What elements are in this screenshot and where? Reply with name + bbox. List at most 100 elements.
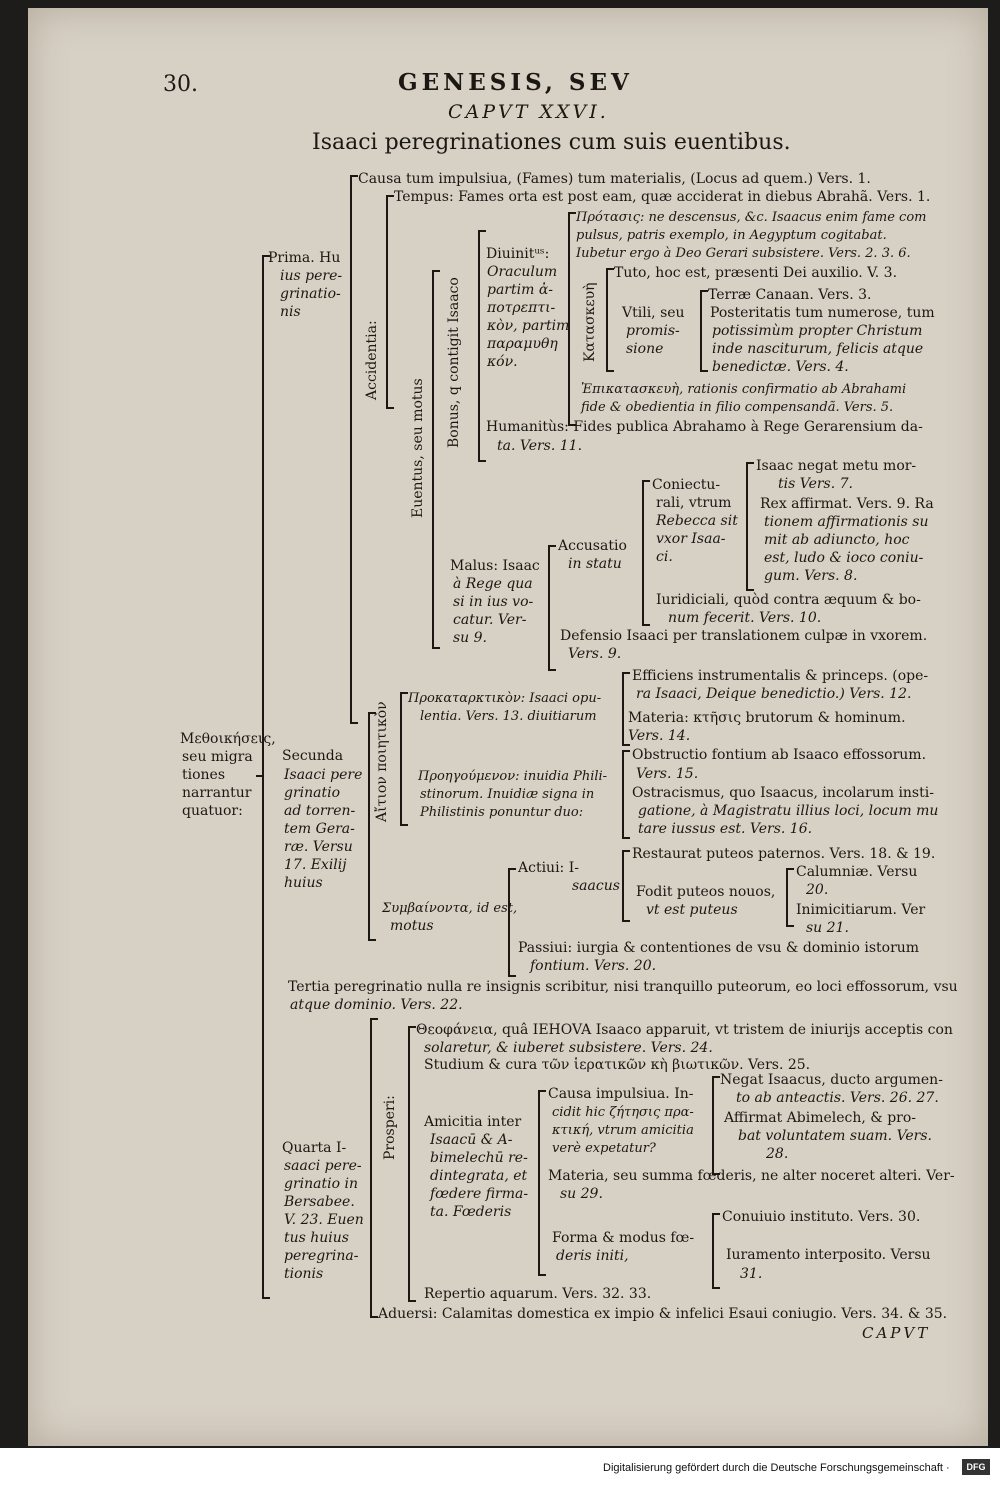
isaac-negat-line: Isaac negat metu mor- xyxy=(756,458,917,474)
iurid-line: num fecerit. Vers. 10. xyxy=(668,610,822,626)
prima-label-line: ius pere- xyxy=(280,268,343,284)
rex-line: tionem affirmationis su xyxy=(764,514,929,530)
materia-line: su 29. xyxy=(560,1186,603,1202)
repertio-line: Repertio aquarum. Vers. 32. 33. xyxy=(424,1286,652,1302)
vtili-line: promis- xyxy=(626,323,680,339)
theoph-line: Θεοφάνεια, quâ IEHOVA Isaaco apparuit, v… xyxy=(416,1022,953,1038)
secunda-label-line: Secunda xyxy=(282,748,344,764)
post-line: benedictæ. Vers. 4. xyxy=(712,359,849,375)
quarta-label-line: V. 23. Euen xyxy=(284,1212,364,1228)
malus-line: su 9. xyxy=(453,630,488,646)
amic-line: Amicitia inter xyxy=(424,1114,522,1130)
vtili-line: Vtili, seu xyxy=(622,305,685,321)
actiui-line: Actiui: I- xyxy=(518,860,579,876)
root-label-line: seu migra xyxy=(182,749,253,765)
post-line: inde nasciturum, felicis atque xyxy=(712,341,924,357)
aitiou-label: Αἴτιον ποιητικὸν xyxy=(374,701,390,822)
diuinit-line: Oraculum xyxy=(487,264,558,280)
forma-brace xyxy=(712,1213,720,1289)
prima-label-line: Prima. Hu xyxy=(268,250,341,266)
coniec-line: rali, vtrum xyxy=(656,495,732,511)
quarta-label-line: tionis xyxy=(284,1266,324,1282)
epikat-line: Ἐπικατασκευὴ, rationis confirmatio ab Ab… xyxy=(581,382,907,397)
restaurat-line: Restaurat puteos paternos. Vers. 18. & 1… xyxy=(632,846,936,862)
proeg-line: Προηγούμενον: inuidia Phili- xyxy=(418,769,608,784)
quarta-label-line: saaci pere- xyxy=(284,1158,362,1174)
fodit-line: Fodit puteos nouos, xyxy=(636,884,776,900)
kataskeue-label: Κατασκευὴ xyxy=(582,282,598,362)
malus-line: Malus: Isaac xyxy=(450,558,540,574)
diuinit-line: κὸν, partim xyxy=(487,318,570,334)
malus-line: si in ius vo- xyxy=(453,594,534,610)
prima-label-line: grinatio- xyxy=(280,286,341,302)
dfg-logo: DFG xyxy=(962,1459,990,1475)
rex-line: est, ludo & ioco coniu- xyxy=(764,550,924,566)
negat-line: Negat Isaacus, ducto argumen- xyxy=(720,1072,943,1088)
coniec-line: Rebecca sit xyxy=(656,513,738,529)
prima-label-line: nis xyxy=(280,304,301,320)
diuinit-line: κόν. xyxy=(487,354,518,370)
iuramento-line: 31. xyxy=(740,1266,763,1282)
ostr-line: Ostracismus, quo Isaacus, incolarum inst… xyxy=(632,785,934,801)
coniec-line: vxor Isaa- xyxy=(656,531,726,547)
root-label-line: tiones xyxy=(182,767,226,783)
kataskeue-brace xyxy=(606,268,614,372)
terrae-line: Terræ Canaan. Vers. 3. xyxy=(708,287,872,303)
quarta-label-line: tus huius xyxy=(284,1230,349,1246)
actiui-brace xyxy=(622,850,630,922)
coniec-line: Coniectu- xyxy=(652,477,721,493)
affirm-line: 28. xyxy=(766,1146,789,1162)
root-label-line: quatuor: xyxy=(182,803,243,819)
proeg-line: Philistinis ponuntur duo: xyxy=(420,805,584,820)
inim-line: su 21. xyxy=(806,920,849,936)
secunda-label-line: huius xyxy=(284,875,323,891)
secunda-label-line: 17. Exilij xyxy=(284,857,347,873)
amic-line: dintegrata, et xyxy=(430,1168,528,1184)
coniec-line: ci. xyxy=(656,549,673,565)
inim-line: Inimicitiarum. Ver xyxy=(796,902,926,918)
quarta-label-line: peregrina- xyxy=(284,1248,359,1264)
materia-line: Vers. 14. xyxy=(628,728,691,744)
ostr-line: gatione, à Magistratu illius loci, locum… xyxy=(638,803,939,819)
passiui-line: Passiui: iurgia & contentiones de vsu & … xyxy=(518,940,920,956)
secunda-label-line: tem Gera- xyxy=(284,821,355,837)
malus-brace xyxy=(548,545,556,671)
malus-line: à Rege qua xyxy=(453,576,533,592)
negat-line: to ab anteactis. Vers. 26. 27. xyxy=(736,1090,939,1106)
catchword: CAPVT xyxy=(862,1324,931,1342)
protasis-line: pulsus, patris exemplo, in Aegyptum cogi… xyxy=(576,228,887,243)
chapter-heading: CAPVT XXVI. xyxy=(448,101,609,123)
amic-line: bimelechū re- xyxy=(430,1150,528,1166)
secunda-label-line: grinatio xyxy=(284,785,341,801)
book-page xyxy=(28,8,988,1446)
ostr-line: tare iussus est. Vers. 16. xyxy=(638,821,813,837)
diuinit-line: ποτρεπτι- xyxy=(487,300,556,316)
materia-line: Materia: κτῆσις brutorum & hominum. xyxy=(628,710,906,726)
symb-line: Συμβαίνοντα, id est, xyxy=(382,901,518,916)
passiui-line: fontium. Vers. 20. xyxy=(530,958,657,974)
causa-line: cidit hic ζήτησις πρα- xyxy=(552,1105,694,1120)
secunda-label-line: Isaaci pere xyxy=(284,767,363,783)
prokat-line: lentia. Vers. 13. diuitiarum xyxy=(420,709,597,724)
quarta-label-line: grinatio in xyxy=(284,1176,358,1192)
tertia-line: Tertia peregrinatio nulla re insignis sc… xyxy=(288,979,958,995)
diuinit-line: Diuinitᵘˢ: xyxy=(486,246,550,262)
diuinit-line: partim ἀ- xyxy=(487,282,554,298)
diuinit-line: παραμυθη xyxy=(487,336,558,352)
defens-line: Vers. 9. xyxy=(568,646,622,662)
secunda-label-line: ad torren- xyxy=(284,803,356,819)
defens-line: Defensio Isaaci per translationem culpæ … xyxy=(560,628,928,644)
folio-number: 30. xyxy=(163,72,198,97)
proeg-brace xyxy=(622,750,630,839)
accusatio-line: in statu xyxy=(568,556,622,572)
quarta-label-line: Bersabee. xyxy=(284,1194,355,1210)
affirm-line: bat voluntatem suam. Vers. xyxy=(738,1128,933,1144)
forma-line: deris initi, xyxy=(556,1248,629,1264)
quarta-brace xyxy=(370,1018,378,1318)
prosperi-brace xyxy=(408,1026,416,1302)
studium-line: Studium & cura τῶν ἱερατικῶν κὴ βιωτικῶν… xyxy=(424,1057,811,1073)
accusatio-line: Accusatio xyxy=(558,538,627,554)
protasis-line: Iubetur ergo à Deo Gerari subsistere. Ve… xyxy=(576,246,911,261)
page-title: Isaaci peregrinationes cum suis euentibu… xyxy=(312,130,791,155)
iuramento-line: Iuramento interposito. Versu xyxy=(726,1247,931,1263)
